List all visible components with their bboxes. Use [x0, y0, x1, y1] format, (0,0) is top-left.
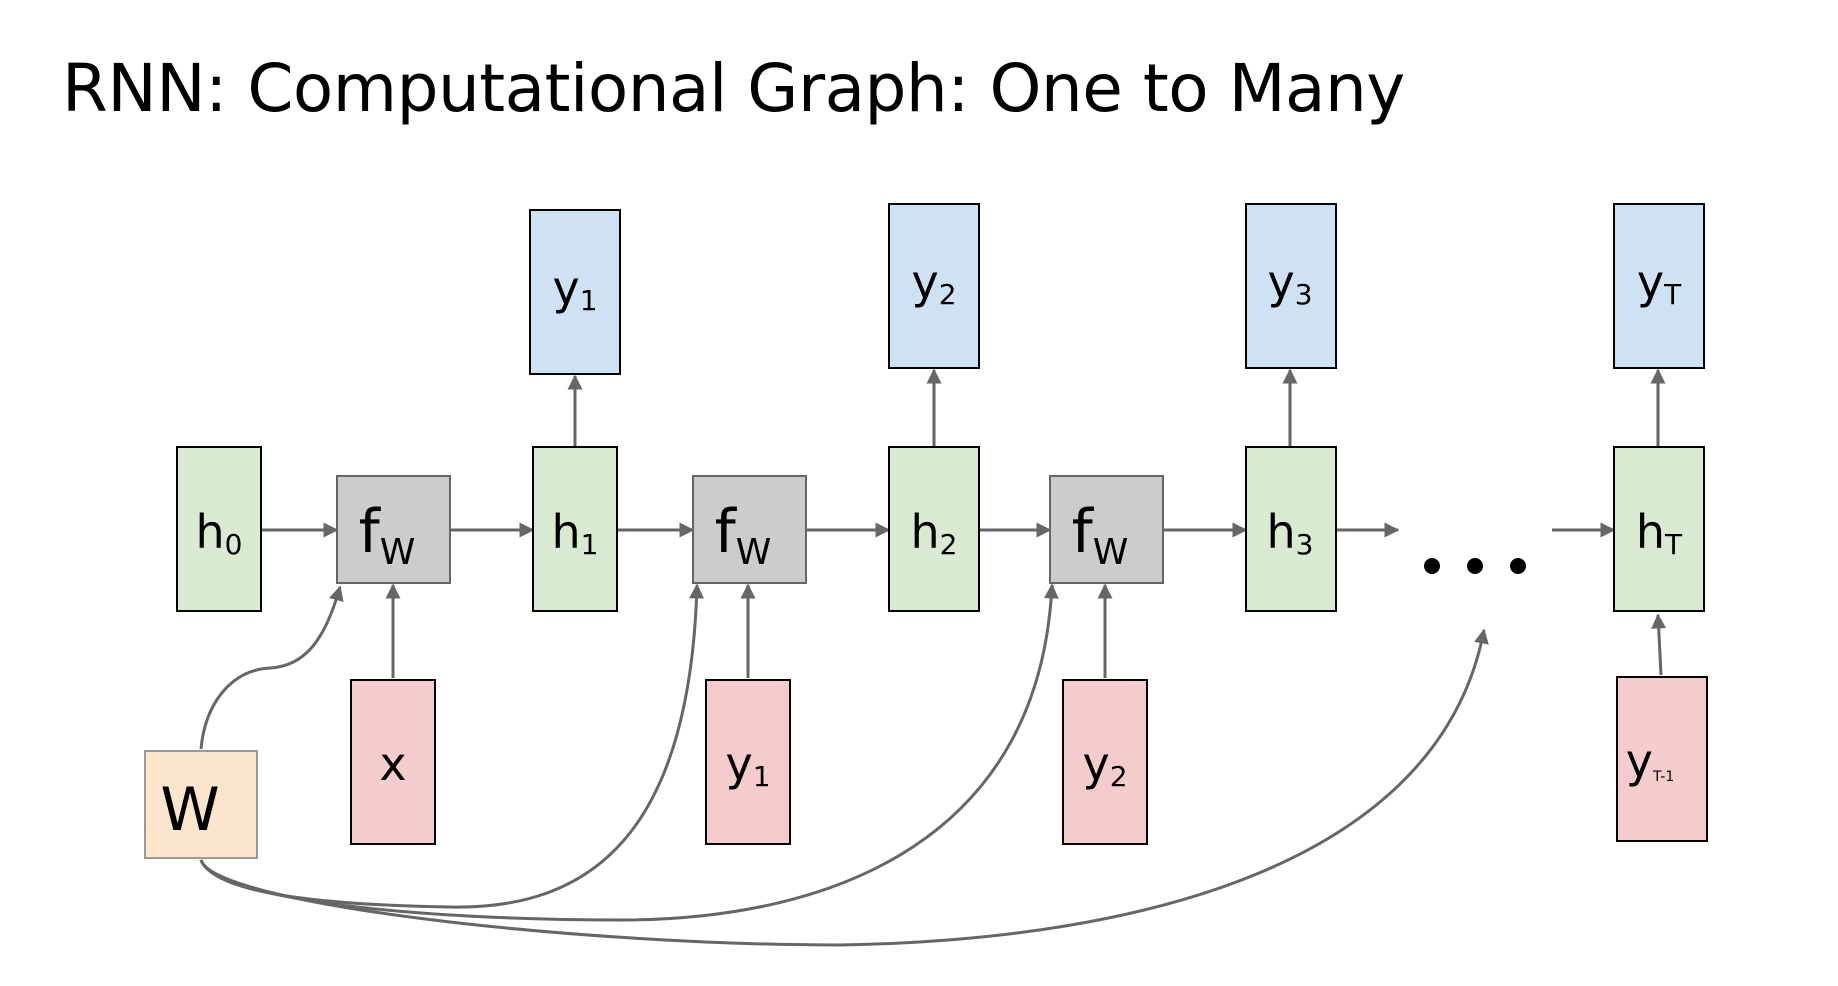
- node-label: f: [359, 497, 382, 567]
- node-subscript: 1: [581, 528, 599, 561]
- node-label: f: [715, 497, 738, 567]
- svg-text:y1: y1: [725, 737, 770, 793]
- svg-text:y3: y3: [1267, 255, 1312, 311]
- svg-text:y1: y1: [552, 261, 597, 317]
- node-subscript: W: [1093, 532, 1129, 573]
- svg-text:h3: h3: [1267, 505, 1314, 561]
- node-subscript: 3: [1295, 278, 1313, 311]
- edge-yT-1-to-hT: [1651, 613, 1667, 676]
- node-label: W: [160, 775, 219, 845]
- svg-text:fW: fW: [715, 497, 772, 573]
- node-subscript: T-1: [1652, 769, 1674, 785]
- node-label: y: [725, 737, 752, 791]
- node-subscript: 2: [940, 528, 958, 561]
- output-y3: y3: [1245, 203, 1337, 369]
- input-y1: y1: [705, 679, 791, 845]
- function-fw-2: fW: [692, 475, 807, 584]
- node-label: y: [1626, 734, 1653, 788]
- node-subscript: T: [1664, 528, 1683, 561]
- svg-text:y2: y2: [911, 255, 956, 311]
- output-y2: y2: [888, 203, 980, 369]
- edge-W-to-ellipsis: [199, 628, 1489, 947]
- hidden-state-hT: hT: [1613, 446, 1705, 612]
- node-subscript: W: [736, 532, 772, 573]
- weights-W: W: [144, 750, 258, 859]
- svg-text:yT-1: yT-1: [1626, 734, 1674, 788]
- svg-text:fW: fW: [1072, 497, 1129, 573]
- node-label: h: [552, 505, 581, 559]
- svg-text:fW: fW: [359, 497, 416, 573]
- ellipsis-dot: [1424, 558, 1440, 574]
- svg-text:W: W: [160, 775, 219, 845]
- input-yT-1: yT-1: [1616, 676, 1708, 842]
- hidden-state-h2: h2: [888, 446, 980, 612]
- node-subscript: 2: [939, 278, 957, 311]
- ellipsis-dot: [1510, 558, 1526, 574]
- hidden-state-h0: h0: [176, 446, 262, 612]
- node-subscript: 3: [1296, 528, 1314, 561]
- function-fw-1: fW: [336, 475, 451, 584]
- node-subscript: 2: [1110, 760, 1128, 793]
- page-title: RNN: Computational Graph: One to Many: [62, 50, 1405, 127]
- node-label: y: [552, 261, 579, 315]
- node-label: h: [196, 505, 225, 559]
- nodes: h0 h1 h2 h3 hT: [144, 203, 1708, 859]
- edge-W-to-fw3: [199, 583, 1059, 922]
- node-label: f: [1072, 497, 1095, 567]
- node-label: y: [1637, 255, 1664, 309]
- node-label: h: [1267, 505, 1296, 559]
- svg-text:h2: h2: [911, 505, 958, 561]
- node-label: x: [379, 737, 406, 791]
- node-label: y: [911, 255, 938, 309]
- output-y1: y1: [529, 209, 621, 375]
- node-subscript: T: [1663, 278, 1682, 311]
- node-label: y: [1267, 255, 1294, 309]
- svg-text:y2: y2: [1082, 737, 1127, 793]
- node-label: h: [1636, 505, 1665, 559]
- function-fw-3: fW: [1049, 475, 1164, 584]
- edge-W-to-fw1: [199, 585, 344, 750]
- edges: [199, 368, 1667, 947]
- node-subscript: 0: [225, 528, 243, 561]
- hidden-state-h3: h3: [1245, 446, 1337, 612]
- ellipsis: [1424, 558, 1526, 574]
- svg-text:h0: h0: [196, 505, 243, 561]
- node-subscript: 1: [580, 284, 598, 317]
- ellipsis-dot: [1467, 558, 1483, 574]
- node-subscript: W: [380, 532, 416, 573]
- svg-text:hT: hT: [1636, 505, 1683, 561]
- hidden-state-h1: h1: [532, 446, 618, 612]
- node-subscript: 1: [753, 760, 771, 793]
- output-yT: yT: [1613, 203, 1705, 369]
- svg-text:yT: yT: [1637, 255, 1682, 311]
- svg-text:x: x: [379, 737, 406, 791]
- node-label: y: [1082, 737, 1109, 791]
- edge-W-to-fw2: [199, 583, 705, 909]
- svg-text:h1: h1: [552, 505, 599, 561]
- node-label: h: [911, 505, 940, 559]
- input-x: x: [350, 679, 436, 845]
- input-y2: y2: [1062, 679, 1148, 845]
